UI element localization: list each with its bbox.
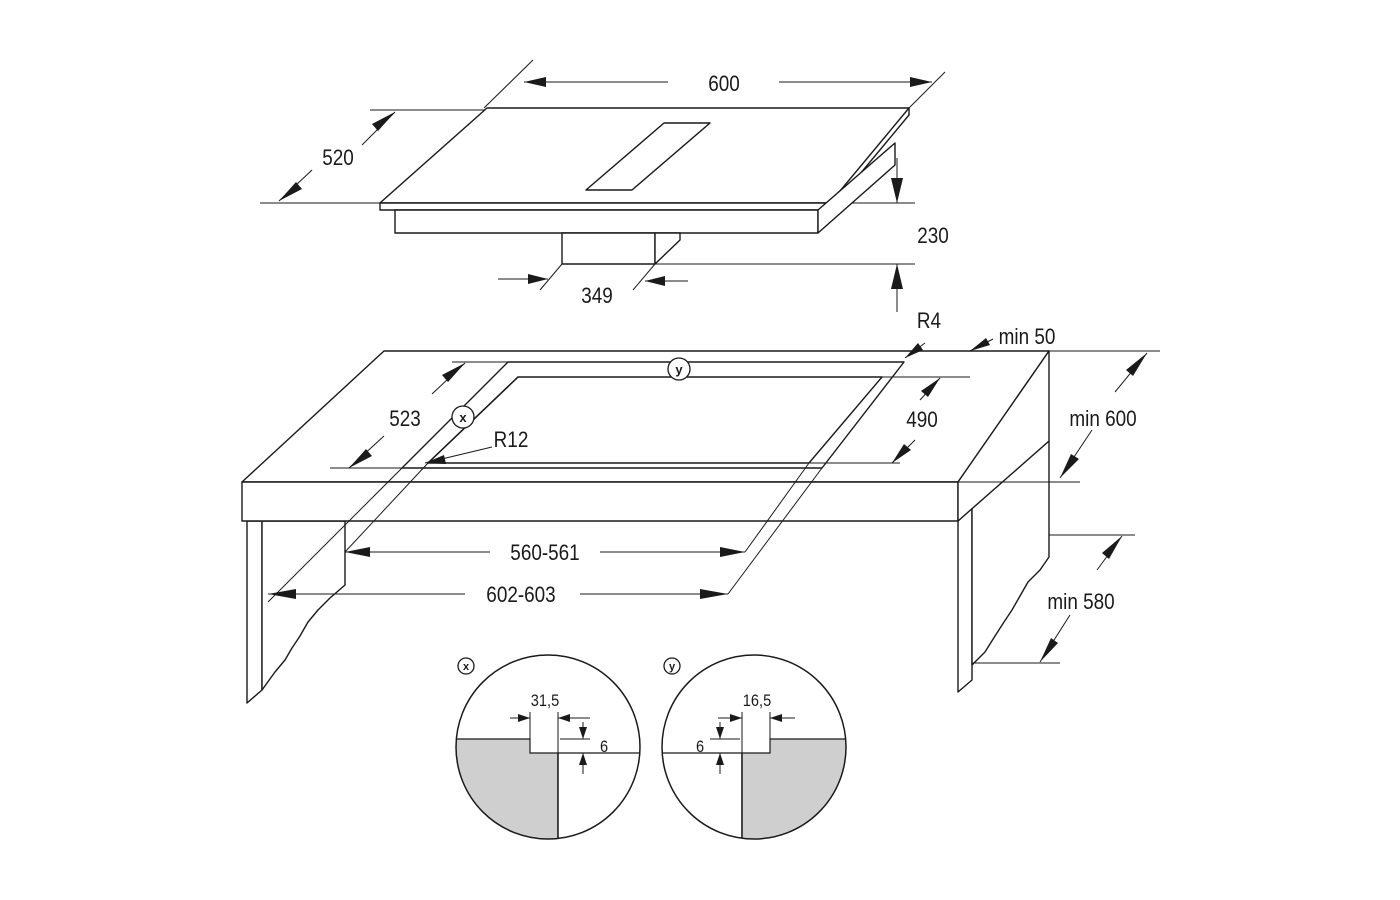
hob-drawing: 600 520 230 349 bbox=[260, 59, 949, 312]
svg-text:y: y bbox=[669, 661, 676, 673]
svg-text:x: x bbox=[459, 410, 467, 425]
detail-y-circle bbox=[661, 654, 847, 840]
dim-cutout-width-inner: 560-561 bbox=[510, 541, 579, 566]
cabinet-right-panel bbox=[957, 507, 973, 693]
svg-text:y: y bbox=[675, 362, 683, 377]
dim-duct-width: 349 bbox=[581, 284, 613, 309]
dim-hob-width: 600 bbox=[708, 72, 740, 97]
cabinet-left-panel bbox=[246, 520, 263, 704]
dim-cutout-width-outer: 602-603 bbox=[486, 583, 555, 608]
detail-y-depth: 6 bbox=[696, 738, 704, 756]
dim-min-depth: min 600 bbox=[1069, 407, 1136, 432]
countertop-drawing: 523 490 R12 R4 min 50 min 600 min 580 bbox=[241, 309, 1160, 704]
svg-text:x: x bbox=[463, 661, 470, 673]
hob-duct bbox=[561, 232, 656, 265]
dim-cutout-depth-inner: 490 bbox=[906, 408, 938, 433]
hob-extraction-slot bbox=[585, 122, 711, 191]
hob-body bbox=[394, 209, 819, 234]
detail-x-circle bbox=[455, 654, 641, 840]
dim-min-cabinet: min 580 bbox=[1047, 590, 1114, 615]
dim-hob-height: 230 bbox=[917, 224, 949, 249]
dim-cutout-depth-outer: 523 bbox=[389, 407, 421, 432]
marker-y: y bbox=[667, 357, 691, 381]
detail-y-width: 16,5 bbox=[743, 692, 772, 710]
dim-hob-depth: 520 bbox=[322, 146, 354, 171]
dim-min-back: min 50 bbox=[999, 325, 1056, 350]
hob-glass-edge bbox=[379, 202, 831, 211]
countertop-front bbox=[241, 481, 959, 522]
detail-x: x 31,5 6 bbox=[455, 654, 641, 840]
dim-radius-inner: R12 bbox=[494, 428, 529, 453]
detail-y: y 16,5 6 bbox=[661, 654, 847, 840]
detail-x-width: 31,5 bbox=[531, 692, 560, 710]
countertop-side bbox=[957, 350, 1050, 522]
marker-x: x bbox=[451, 405, 475, 429]
dim-radius-outer: R4 bbox=[917, 309, 941, 334]
detail-x-depth: 6 bbox=[600, 738, 608, 756]
